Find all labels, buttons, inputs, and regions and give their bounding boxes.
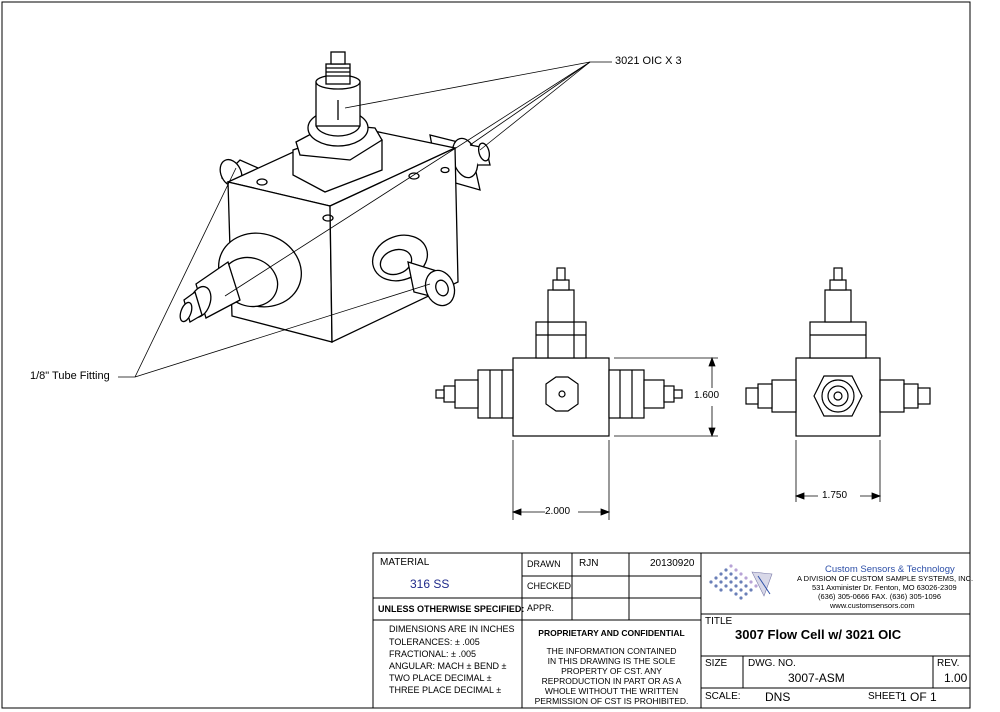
proprietary-line: PERMISSION OF CST IS PROHIBITED. — [534, 696, 689, 706]
title-label: TITLE — [705, 616, 733, 627]
dim-height-front: 1.600 — [694, 390, 720, 401]
company-line: 531 Axminister Dr. Fenton, MO 63026-2309 — [812, 583, 957, 592]
tolerance-line: FRACTIONAL: ± .005 — [389, 649, 476, 659]
company-line: A DIVISION OF CUSTOM SAMPLE SYSTEMS, INC… — [797, 574, 974, 583]
sheet-value: 1 OF 1 — [900, 690, 937, 704]
front-view — [435, 267, 683, 437]
tube-fitting-leaders — [118, 167, 431, 378]
drawn-label: DRAWN — [527, 559, 561, 569]
drawing-title: 3007 Flow Cell w/ 3021 OIC — [735, 627, 902, 642]
proprietary-line: REPRODUCTION IN PART OR AS A — [541, 676, 682, 686]
company-name: Custom Sensors & Technology — [825, 564, 955, 575]
dim-width-front: 2.000 — [545, 506, 571, 517]
material-value: 316 SS — [410, 577, 450, 591]
dim-width-side: 1.750 — [822, 490, 848, 501]
scale-label: SCALE: — [705, 691, 741, 702]
iso-front-right-fitting — [371, 234, 456, 307]
company-line: www.customsensors.com — [830, 601, 915, 610]
company-logo-graphic — [709, 564, 773, 600]
appr-label: APPR. — [527, 603, 555, 613]
scale-value: DNS — [765, 690, 791, 704]
proprietary-line: PROPERTY OF CST. ANY — [561, 666, 662, 676]
tolerance-line: TOLERANCES: ± .005 — [389, 637, 480, 647]
drawn-date: 20130920 — [650, 558, 695, 569]
iso-top-fitting — [292, 51, 383, 193]
unless-specified-label: UNLESS OTHERWISE SPECIFIED: — [378, 604, 525, 614]
tolerance-line: THREE PLACE DECIMAL ± — [389, 685, 502, 695]
front-dimensions — [511, 356, 718, 520]
drawn-by: RJN — [579, 558, 599, 569]
side-dimensions — [794, 440, 882, 502]
tube-fitting-callout: 1/8" Tube Fitting — [30, 370, 110, 382]
tolerance-line: ANGULAR: MACH ± BEND ± — [389, 661, 507, 671]
iso-front-left-fitting — [179, 232, 302, 323]
proprietary-line: WHOLE WITHOUT THE WRITTEN — [544, 686, 679, 696]
oic-callout: 3021 OIC X 3 — [615, 55, 682, 67]
rev-label: REV. — [937, 658, 960, 669]
dwg-no-label: DWG. NO. — [748, 658, 796, 669]
dwg-no-value: 3007-ASM — [788, 671, 845, 685]
checked-label: CHECKED — [527, 581, 572, 591]
tolerance-line: TWO PLACE DECIMAL ± — [389, 673, 492, 683]
oic-leaders — [224, 61, 612, 297]
proprietary-line: THE INFORMATION CONTAINED — [546, 646, 677, 656]
proprietary-title: PROPRIETARY AND CONFIDENTIAL — [538, 628, 685, 638]
company-line: (636) 305-0666 FAX. (636) 305-1096 — [818, 592, 941, 601]
size-label: SIZE — [705, 658, 728, 669]
material-label: MATERIAL — [380, 557, 430, 568]
isometric-view — [179, 51, 491, 344]
proprietary-line: IN THIS DRAWING IS THE SOLE — [547, 656, 676, 666]
title-block-grid — [372, 552, 971, 709]
rev-value: 1.00 — [944, 671, 968, 685]
tolerance-line: DIMENSIONS ARE IN INCHES — [389, 624, 515, 634]
sheet-label: SHEET — [868, 691, 902, 702]
side-view — [745, 267, 931, 437]
